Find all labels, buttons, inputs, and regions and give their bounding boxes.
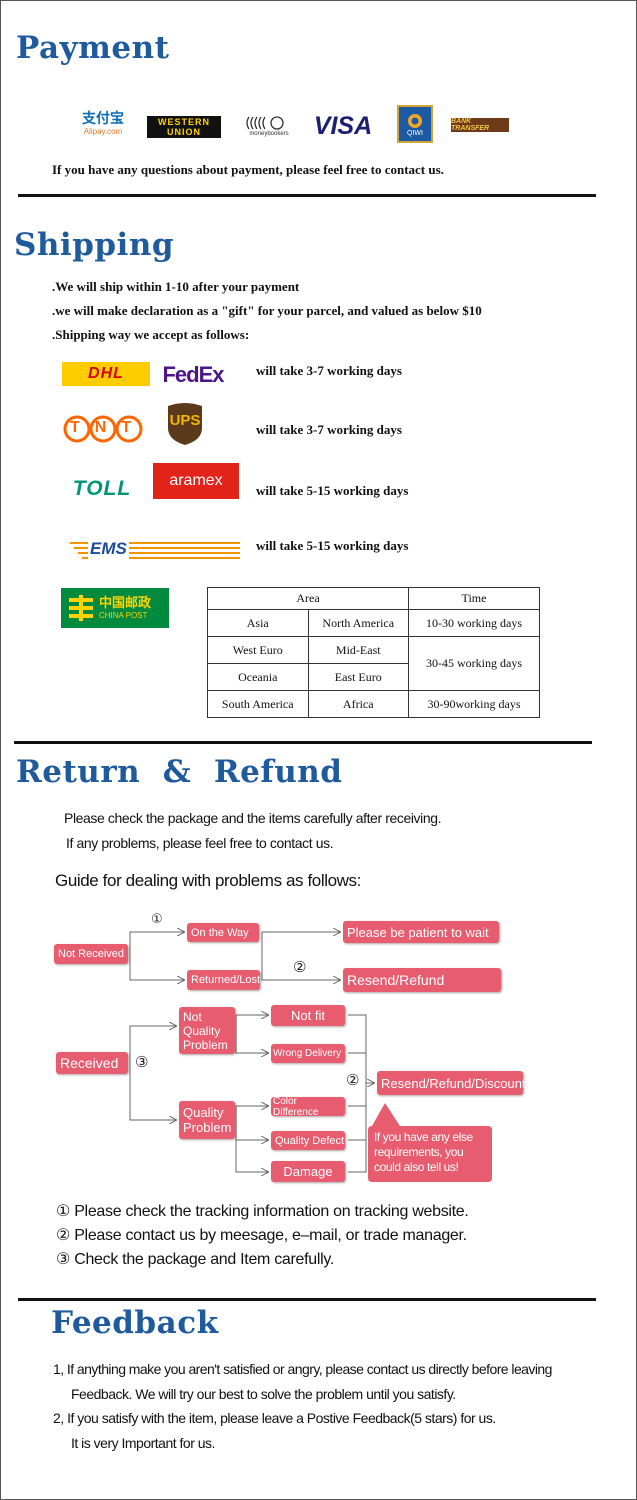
shipping-line-2: .we will make declaration as a "gift" fo… bbox=[52, 303, 482, 318]
feedback-line-1: 1, If anything make you aren't satisfied… bbox=[53, 1361, 552, 1377]
alipay-cn-text: 支付宝 bbox=[82, 110, 124, 127]
chinapost-en-text: CHINA POST bbox=[99, 610, 148, 620]
tnt-text: TNT bbox=[70, 419, 147, 436]
not-received-label: Not Received bbox=[54, 944, 128, 964]
moneybookers-text: moneybookers bbox=[249, 131, 289, 137]
ups-logo: UPS bbox=[165, 400, 205, 446]
returned-lost-label: Returned/Lost bbox=[187, 970, 260, 990]
resend-refund-discount-label: Resend/Refund/Discount bbox=[377, 1071, 526, 1095]
chinapost-cn-text: 中国邮政 bbox=[99, 595, 152, 611]
table-cell: 10-30 working days bbox=[408, 609, 540, 637]
shipping-divider bbox=[14, 741, 592, 744]
refund-divider bbox=[18, 1298, 596, 1301]
refund-note-2: ② Please contact us by meesage, e–mail, … bbox=[56, 1227, 467, 1244]
chinapost-emblem-icon bbox=[69, 595, 93, 621]
table-cell: Oceania bbox=[207, 663, 309, 691]
table-row: South America Africa 30-90working days bbox=[207, 690, 540, 718]
visa-logo: VISA bbox=[312, 110, 374, 142]
carrier-4-time: will take 5-15 working days bbox=[256, 538, 409, 553]
tnt-circles-icon bbox=[63, 415, 143, 443]
shipping-line-3: .Shipping way we accept as follows: bbox=[52, 327, 250, 342]
not-quality-problem-label: Not Quality Problem bbox=[179, 1007, 235, 1054]
refund-guide: Guide for dealing with problems as follo… bbox=[55, 871, 361, 890]
carrier-2-time: will take 3-7 working days bbox=[256, 422, 402, 437]
western-union-logo: WESTERN UNION bbox=[147, 116, 221, 138]
requirements-bubble-shape bbox=[368, 1103, 492, 1182]
alipay-logo: 支付宝 Alipay.com bbox=[74, 108, 132, 140]
table-cell: 30-90working days bbox=[408, 690, 540, 718]
refund-intro-2: If any problems, please feel free to con… bbox=[66, 835, 334, 851]
wrong-delivery-label: Wrong Delivery bbox=[271, 1044, 345, 1063]
quality-problem-label: Quality Problem bbox=[179, 1101, 235, 1139]
requirements-bubble-text: If you have any else requirements, you c… bbox=[374, 1130, 473, 1174]
feedback-line-3: 2, If you satisfy with the item, please … bbox=[53, 1410, 496, 1426]
carrier-3-time: will take 5-15 working days bbox=[256, 483, 409, 498]
qiwi-logo: QIWI bbox=[397, 105, 433, 143]
tnt-logo: TNT bbox=[62, 413, 144, 445]
dhl-text: DHL bbox=[88, 365, 124, 382]
resend-refund-label: Resend/Refund bbox=[343, 968, 501, 992]
feedback-title: Feedback bbox=[51, 1305, 219, 1341]
table-cell: West Euro bbox=[207, 636, 309, 664]
table-row: Asia North America 10-30 working days bbox=[207, 609, 540, 637]
on-the-way-label: On the Way bbox=[187, 923, 259, 942]
payment-title: Payment bbox=[16, 30, 170, 66]
toll-logo: TOLL bbox=[64, 476, 140, 502]
table-cell: Asia bbox=[207, 609, 309, 637]
bank-transfer-logo: BANK TRANSFER bbox=[451, 118, 509, 132]
western-union-bottom: UNION bbox=[167, 127, 201, 137]
toll-text: TOLL bbox=[72, 477, 132, 500]
received-label: Received bbox=[56, 1052, 128, 1074]
color-difference-label: Color Difference bbox=[271, 1096, 345, 1118]
payment-divider bbox=[18, 194, 596, 197]
chinapost-logo: 中国邮政 CHINA POST bbox=[61, 588, 169, 628]
bank-transfer-text: BANK TRANSFER bbox=[451, 118, 490, 132]
shipping-line-1: .We will ship within 1-10 after your pay… bbox=[52, 279, 300, 294]
western-union-top: WESTERN bbox=[158, 117, 210, 127]
shipping-area-table: Area Time Asia North America 10-30 worki… bbox=[207, 587, 540, 718]
damage-label: Damage bbox=[271, 1161, 345, 1182]
ems-text: EMS bbox=[88, 539, 129, 559]
ems-stripes-icon bbox=[70, 542, 240, 559]
aramex-text: aramex bbox=[169, 472, 223, 489]
table-cell: Africa bbox=[307, 690, 409, 718]
ems-logo: EMS bbox=[70, 538, 240, 562]
payment-note: If you have any questions about payment,… bbox=[52, 162, 444, 177]
aramex-logo: aramex bbox=[153, 463, 239, 499]
qiwi-circle-icon bbox=[408, 113, 422, 128]
not-fit-label: Not fit bbox=[271, 1005, 345, 1026]
flow-number-2: ② bbox=[293, 958, 307, 976]
feedback-line-4: It is very Important for us. bbox=[71, 1435, 215, 1451]
carrier-1-time: will take 3-7 working days bbox=[256, 363, 402, 378]
feedback-line-2: Feedback. We will try our best to solve … bbox=[71, 1386, 456, 1402]
shipping-title: Shipping bbox=[14, 227, 175, 263]
flow-number-2b: ② bbox=[346, 1071, 360, 1089]
ups-shield-icon bbox=[168, 403, 202, 445]
refund-title: Return & Refund bbox=[16, 754, 343, 790]
visa-text: VISA bbox=[313, 111, 373, 140]
quality-defect-label: Quality Defect bbox=[271, 1131, 345, 1150]
dhl-logo: DHL bbox=[62, 362, 150, 386]
flow-number-1: ① bbox=[151, 912, 163, 927]
patient-label: Please be patient to wait bbox=[343, 921, 499, 943]
fedex-text: FedEx bbox=[162, 362, 224, 387]
qiwi-text: QIWI bbox=[407, 129, 423, 137]
fedex-logo: FedEx bbox=[158, 361, 228, 389]
moneybookers-logo: moneybookers bbox=[242, 112, 296, 140]
alipay-en-text: Alipay.com bbox=[83, 126, 123, 136]
table-cell: South America bbox=[207, 690, 309, 718]
flow-number-3: ③ bbox=[135, 1053, 149, 1071]
table-head-area: Area bbox=[207, 587, 409, 610]
refund-note-3: ③ Check the package and Item carefully. bbox=[56, 1251, 335, 1268]
refund-note-1: ① Please check the tracking information … bbox=[56, 1203, 469, 1220]
refund-intro-1: Please check the package and the items c… bbox=[64, 810, 442, 826]
moneybookers-waves-icon bbox=[246, 116, 284, 130]
ups-text: UPS bbox=[169, 412, 201, 429]
